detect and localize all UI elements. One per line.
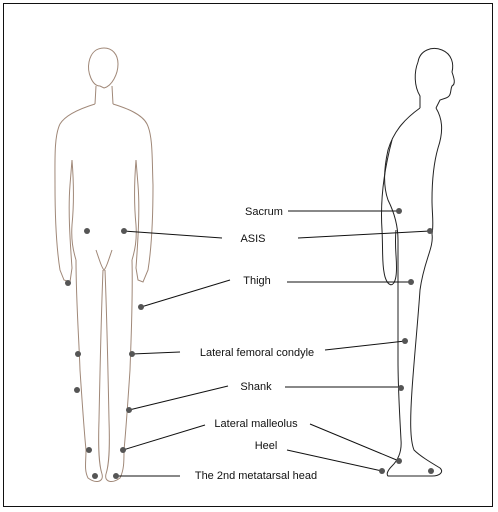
- side-toe-marker: [428, 468, 434, 474]
- front-ankle-marker: [120, 447, 126, 453]
- leader-condyle-front: [132, 352, 180, 354]
- side-sacrum-marker: [396, 208, 402, 214]
- side-heel-marker: [379, 468, 385, 474]
- leader-asis-front: [124, 231, 222, 238]
- side-shank-marker: [398, 385, 404, 391]
- leader-thigh-front: [141, 280, 230, 307]
- leader-shank-front: [129, 386, 228, 410]
- front-toe-marker: [113, 473, 119, 479]
- front-left-ankle-marker: [86, 447, 92, 453]
- side-asis-marker: [427, 228, 433, 234]
- leader-malleolus-side: [310, 424, 399, 461]
- side-view-body: [381, 49, 454, 477]
- front-knee-marker: [129, 351, 135, 357]
- label-shank: Shank: [240, 381, 272, 393]
- side-knee-marker: [402, 338, 408, 344]
- label-asis: ASIS: [240, 233, 265, 245]
- leader-condyle-side: [325, 341, 405, 350]
- label-2nd-metatarsal-head: The 2nd metatarsal head: [195, 470, 317, 482]
- front-asis-marker: [121, 228, 127, 234]
- front-shank-marker: [126, 407, 132, 413]
- side-malleolus-marker: [396, 458, 402, 464]
- front-view-body: [55, 48, 153, 481]
- front-left-knee-marker: [75, 351, 81, 357]
- front-thigh-marker: [138, 304, 144, 310]
- label-lateral-malleolus: Lateral malleolus: [214, 418, 298, 430]
- label-heel: Heel: [255, 440, 278, 452]
- label-lateral-femoral-condyle: Lateral femoral condyle: [200, 347, 314, 359]
- leader-heel-side: [287, 450, 382, 471]
- front-left-hand-marker: [65, 280, 71, 286]
- side-thigh-marker: [408, 279, 414, 285]
- label-sacrum: Sacrum: [245, 206, 283, 218]
- leader-malleolus-front: [123, 425, 205, 450]
- label-thigh: Thigh: [243, 275, 271, 287]
- front-left-hip-marker: [84, 228, 90, 234]
- leader-asis-side: [298, 231, 430, 238]
- front-left-toe-marker: [92, 473, 98, 479]
- front-left-shank-marker: [74, 387, 80, 393]
